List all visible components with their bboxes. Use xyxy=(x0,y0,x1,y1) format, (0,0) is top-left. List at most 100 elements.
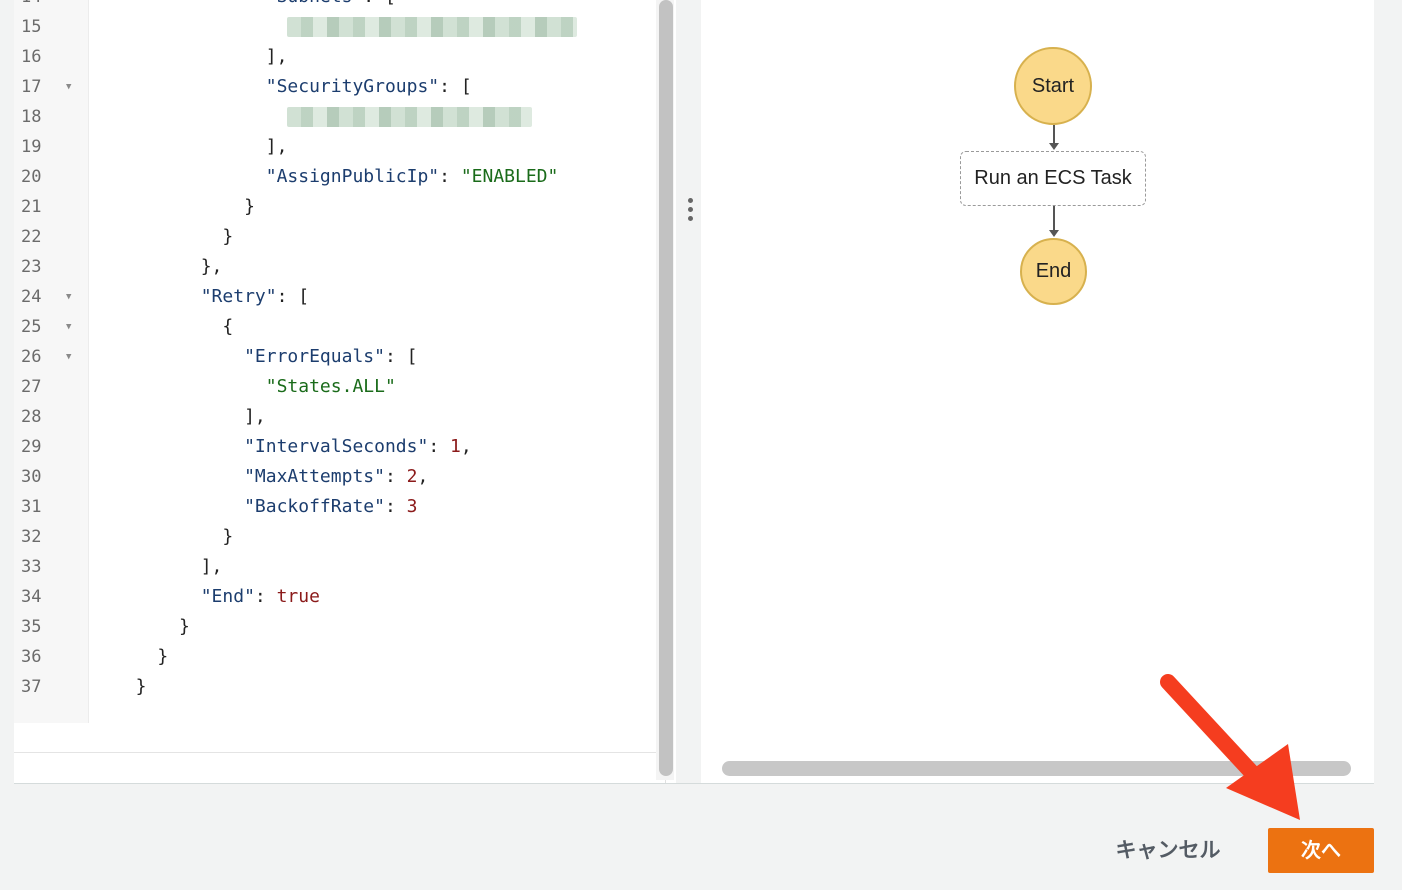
line-number: 37 xyxy=(21,677,42,697)
code-text: ], xyxy=(244,402,266,432)
start-node-label: Start xyxy=(1031,74,1075,97)
code-line: 25 ▼ { xyxy=(14,312,665,342)
code-line: 16], xyxy=(14,42,665,72)
code-text: "End": true xyxy=(201,582,320,612)
line-number: 31 xyxy=(21,497,42,517)
code-line: 35} xyxy=(14,612,665,642)
line-number: 25 xyxy=(21,317,42,337)
code-text xyxy=(287,102,533,132)
code-line: 36} xyxy=(14,642,665,672)
code-line: 30 "MaxAttempts": 2, xyxy=(14,462,665,492)
code-line: 19], xyxy=(14,132,665,162)
code-line: 32} xyxy=(14,522,665,552)
line-number: 36 xyxy=(21,647,42,667)
code-token: "ENABLED" xyxy=(460,166,559,187)
code-token: "IntervalSeconds" xyxy=(244,436,429,457)
code-token: "ErrorEquals" xyxy=(244,346,385,367)
end-node[interactable]: End xyxy=(1020,238,1087,305)
triangle-down-icon[interactable]: ▼ xyxy=(66,82,72,92)
edge-start-to-task xyxy=(1053,125,1055,144)
triangle-down-icon[interactable]: ▼ xyxy=(66,352,72,362)
line-number: 15 xyxy=(21,17,42,37)
line-number: 27 xyxy=(21,377,42,397)
code-token: } xyxy=(244,196,255,217)
code-line: 26 ▼ "ErrorEquals": [ xyxy=(14,342,665,372)
code-line: 29 "IntervalSeconds": 1, xyxy=(14,432,665,462)
code-line: 15 xyxy=(14,12,665,42)
code-token: : xyxy=(384,466,407,487)
code-token: } xyxy=(179,616,190,637)
code-line: 27 "States.ALL" xyxy=(14,372,665,402)
code-token: "AssignPublicIp" xyxy=(265,166,440,187)
drag-handle-icon[interactable] xyxy=(688,198,694,224)
task-node[interactable]: Run an ECS Task xyxy=(960,151,1146,206)
code-token: }, xyxy=(200,256,223,277)
graph-horizontal-scrollbar[interactable] xyxy=(722,761,1351,776)
code-token: { xyxy=(222,316,234,337)
editor-scrollbar-thumb[interactable] xyxy=(659,0,673,776)
code-line: 34"End": true xyxy=(14,582,665,612)
code-token: : [ xyxy=(363,0,396,7)
cancel-button[interactable]: キャンセル xyxy=(1108,833,1228,867)
code-token: : xyxy=(254,586,277,607)
code-token: "End" xyxy=(200,586,255,607)
code-lines: 14 ▼ "Subnets": [ 15 16],17▼"SecurityGroups"… xyxy=(14,0,665,702)
code-text: "BackoffRate": 3 xyxy=(244,492,417,522)
code-text: } xyxy=(222,522,233,552)
code-line: 20"AssignPublicIp": "ENABLED" xyxy=(14,162,665,192)
split-divider[interactable] xyxy=(676,0,701,783)
line-number: 35 xyxy=(21,617,42,637)
code-token: 3 xyxy=(406,496,418,517)
line-number: 24 xyxy=(21,287,42,307)
code-text: }, xyxy=(201,252,223,282)
line-number: 26 xyxy=(21,347,42,367)
editor-gutter xyxy=(14,0,89,723)
code-editor[interactable]: 14 ▼ "Subnets": [ 15 16],17▼"SecurityGroups"… xyxy=(14,0,666,783)
code-line: 17▼"SecurityGroups": [ xyxy=(14,72,665,102)
code-text: "Subnets": [ xyxy=(266,0,396,12)
code-token: : [ xyxy=(276,286,310,307)
code-text: } xyxy=(222,222,233,252)
code-text: "IntervalSeconds": 1, xyxy=(244,432,472,462)
code-text: } xyxy=(244,192,255,222)
code-text: "AssignPublicIp": "ENABLED" xyxy=(266,162,559,192)
code-token: "Retry" xyxy=(200,286,277,307)
code-line: 22} xyxy=(14,222,665,252)
code-text xyxy=(287,12,578,42)
line-number: 30 xyxy=(21,467,42,487)
line-number: 14 xyxy=(21,0,57,12)
code-text: "States.ALL" xyxy=(266,372,396,402)
redacted-value xyxy=(287,107,533,127)
code-line: 33], xyxy=(14,552,665,582)
code-line: 37} xyxy=(14,672,665,702)
code-text: ], xyxy=(201,552,223,582)
code-token: 1 xyxy=(450,436,461,457)
editor-footer-divider xyxy=(14,752,665,753)
line-number: 32 xyxy=(21,527,42,547)
code-token: } xyxy=(222,226,234,247)
code-token: : [ xyxy=(384,346,418,367)
start-node[interactable]: Start xyxy=(1014,47,1092,125)
line-number: 29 xyxy=(21,437,42,457)
next-button[interactable]: 次へ xyxy=(1268,828,1374,873)
code-line: 31 "BackoffRate": 3 xyxy=(14,492,665,522)
code-line: 18 xyxy=(14,102,665,132)
triangle-down-icon[interactable]: ▼ xyxy=(66,0,76,12)
code-token: : xyxy=(384,496,407,517)
line-number: 33 xyxy=(21,557,42,577)
code-text: "MaxAttempts": 2, xyxy=(244,462,428,492)
code-line: 24 ▼ "Retry": [ xyxy=(14,282,665,312)
triangle-down-icon[interactable]: ▼ xyxy=(66,292,72,302)
code-text: "Retry": [ xyxy=(201,282,309,312)
code-line: 23}, xyxy=(14,252,665,282)
triangle-down-icon[interactable]: ▼ xyxy=(66,322,72,332)
code-token: : [ xyxy=(439,76,472,97)
code-text: ], xyxy=(266,42,288,72)
code-token: true xyxy=(276,586,320,607)
code-token: ], xyxy=(244,406,266,427)
code-text: ], xyxy=(266,132,288,162)
task-node-label: Run an ECS Task xyxy=(974,167,1132,189)
code-token: , xyxy=(417,466,429,487)
code-token: : xyxy=(428,436,450,457)
code-token: "MaxAttempts" xyxy=(244,466,385,487)
